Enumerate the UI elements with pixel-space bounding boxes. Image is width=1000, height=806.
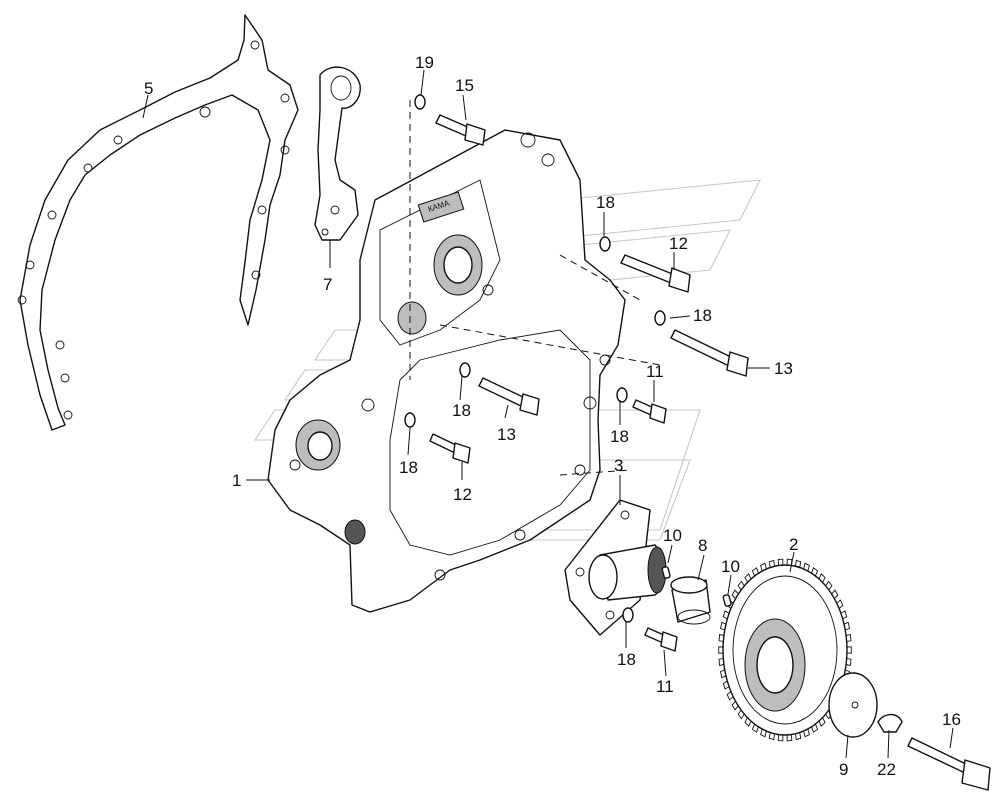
bolt-part-13-upper <box>670 329 749 377</box>
axle-part-3 <box>564 499 667 636</box>
callout-12-b: 12 <box>453 485 472 504</box>
bolt-part-15 <box>435 114 486 146</box>
pins-part-10 <box>661 566 732 607</box>
callout-2: 2 <box>789 535 798 554</box>
callout-19: 19 <box>415 53 434 72</box>
callout-18-b: 18 <box>693 306 712 325</box>
callout-3: 3 <box>614 456 623 475</box>
leader-lines <box>142 69 954 759</box>
gear-part-2 <box>718 558 852 742</box>
bolt-part-16 <box>907 737 991 791</box>
callout-16: 16 <box>942 710 961 729</box>
bolt-part-11-lower <box>644 627 678 652</box>
bolt-part-12-lower <box>429 433 471 464</box>
callout-18-e: 18 <box>399 458 418 477</box>
bracket-part-7 <box>314 66 361 241</box>
callout-13-b: 13 <box>497 425 516 444</box>
callout-15: 15 <box>455 76 474 95</box>
bolt-part-12-upper <box>620 254 691 293</box>
callout-7: 7 <box>323 275 332 294</box>
callout-22: 22 <box>877 760 896 779</box>
callout-1: 1 <box>232 471 241 490</box>
callout-12-a: 12 <box>669 234 688 253</box>
bolt-part-11-upper <box>632 399 667 424</box>
washer-part-9 <box>828 672 878 738</box>
timing-cover-part-1: КАМА <box>267 129 626 613</box>
callout-18-f: 18 <box>617 650 636 669</box>
bushing-part-8 <box>670 576 711 625</box>
callout-9: 9 <box>839 760 848 779</box>
callout-18-a: 18 <box>596 193 615 212</box>
callout-10-a: 10 <box>663 526 682 545</box>
callout-11-a: 11 <box>646 362 664 381</box>
bolt-part-13-lower <box>478 377 540 416</box>
callout-5: 5 <box>144 79 153 98</box>
callouts: 5 7 19 15 18 12 18 13 11 18 13 18 18 12 … <box>144 53 961 779</box>
washers <box>404 94 666 623</box>
gasket-part-5 <box>17 14 299 431</box>
callout-11-b: 11 <box>656 677 674 696</box>
callout-18-d: 18 <box>610 427 629 446</box>
callout-8: 8 <box>698 536 707 555</box>
lockplate-part-22 <box>877 713 903 733</box>
callout-10-b: 10 <box>721 557 740 576</box>
assembly-lines <box>409 100 661 476</box>
callout-18-c: 18 <box>452 401 471 420</box>
callout-13-a: 13 <box>774 359 793 378</box>
